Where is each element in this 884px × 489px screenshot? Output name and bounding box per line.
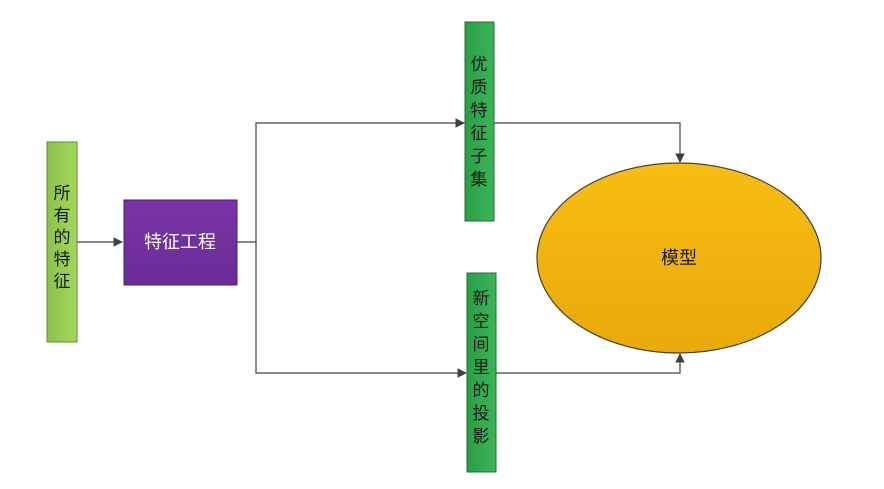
node-quality-subset: 优 质 特 征 子 集 [464, 21, 495, 222]
arrow-projection-to-model [496, 353, 685, 374]
char: 优 [471, 55, 488, 75]
node-all-features: 所 有 的 特 征 [46, 141, 78, 343]
arrow-engineering-to-projection [255, 242, 467, 378]
char: 的 [54, 228, 71, 248]
char: 特 [54, 250, 71, 270]
char: 间 [473, 335, 490, 355]
char: 投 [473, 404, 490, 424]
char: 所 [54, 184, 71, 204]
model-label: 模型 [661, 248, 697, 269]
connectors [77, 118, 685, 378]
arrow-engineering-to-quality [237, 118, 465, 243]
char: 空 [473, 312, 490, 332]
char: 集 [471, 170, 488, 190]
node-new-space-projection: 新 空 间 里 的 投 影 [466, 272, 497, 473]
arrow-quality-to-model [494, 122, 685, 163]
char: 里 [473, 358, 490, 378]
char: 影 [473, 427, 490, 447]
char: 质 [471, 78, 488, 98]
char: 征 [54, 272, 71, 292]
char: 征 [471, 124, 488, 144]
char: 子 [471, 147, 488, 167]
char: 有 [54, 206, 71, 226]
char: 新 [473, 289, 490, 309]
char: 的 [473, 381, 490, 401]
node-model: 模型 [536, 162, 822, 354]
feature-engineering-label: 特征工程 [144, 232, 216, 253]
char: 特 [471, 101, 488, 121]
node-feature-engineering: 特征工程 [123, 199, 238, 286]
